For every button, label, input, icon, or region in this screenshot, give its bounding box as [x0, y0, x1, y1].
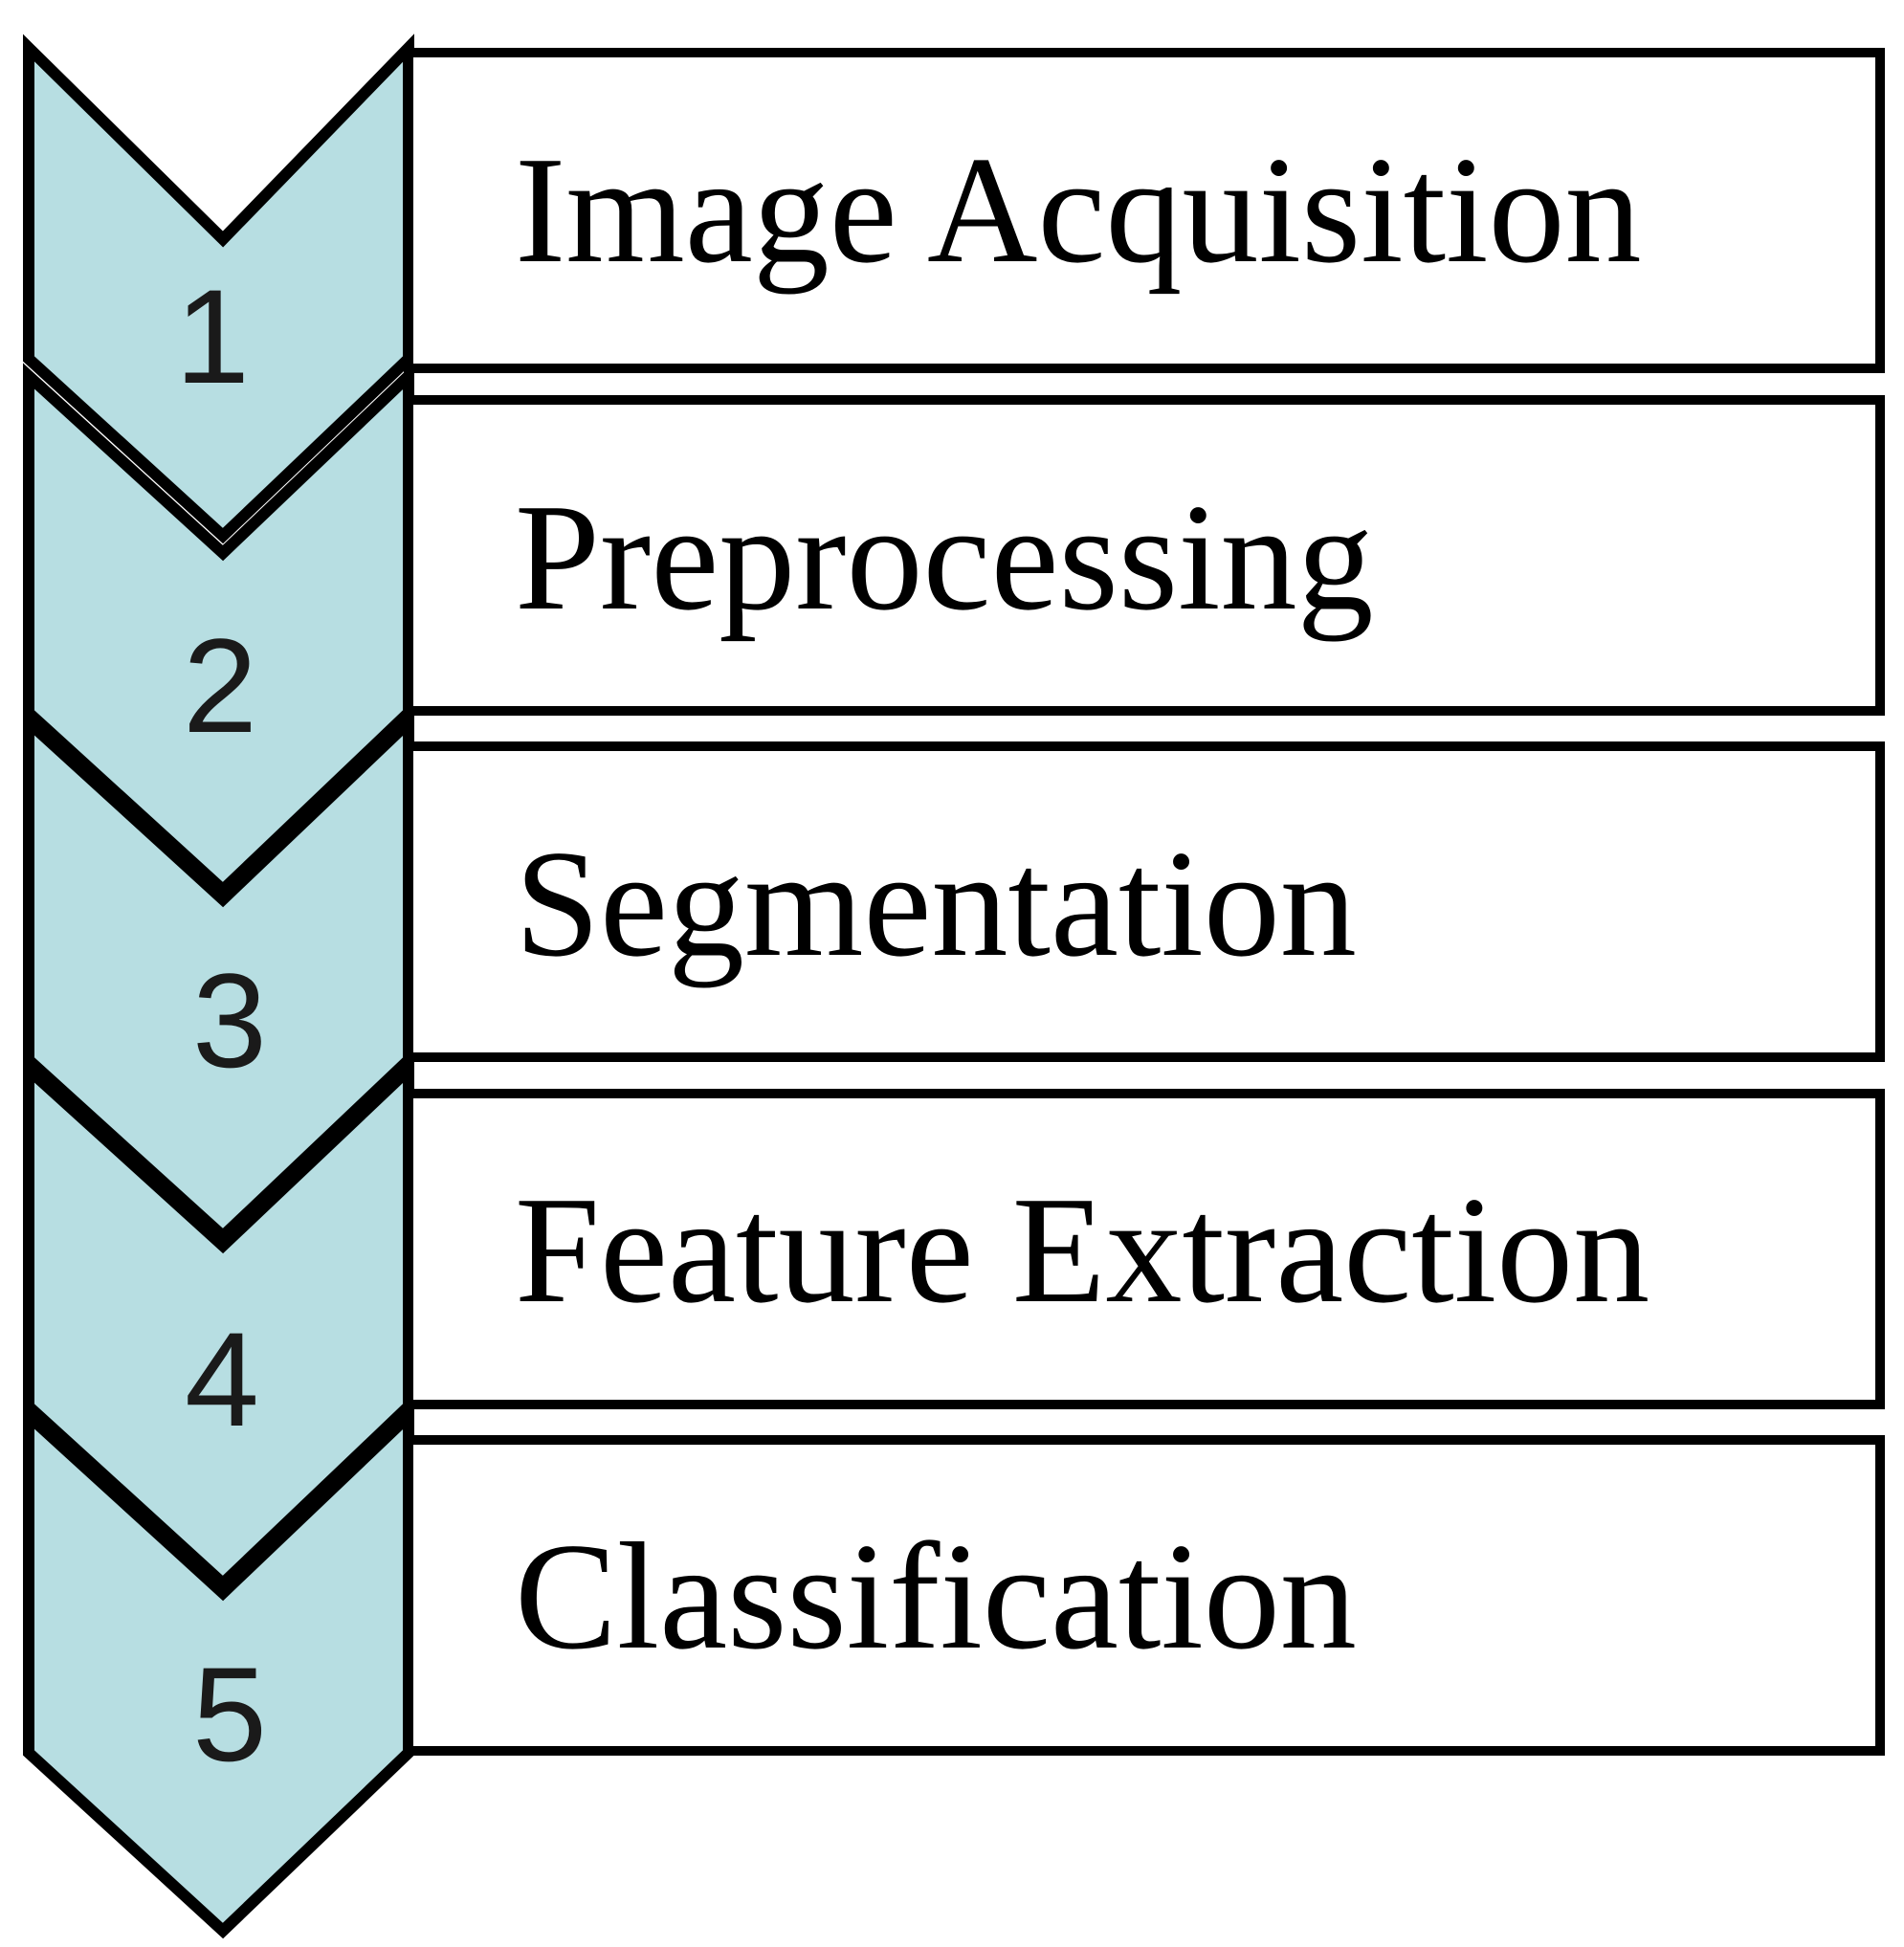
step-1-box — [404, 48, 1885, 373]
step-3: 3 Segmentation — [23, 708, 1885, 1245]
step-3-label: Segmentation — [515, 818, 1357, 988]
step-1: 1 Image Acquisition — [23, 33, 1885, 544]
step-5-box — [404, 1435, 1885, 1756]
step-3-box — [404, 741, 1885, 1062]
step-5-label: Classification — [515, 1511, 1357, 1681]
step-2-box — [404, 395, 1885, 716]
step-5: 5 Classification — [23, 1402, 1885, 1939]
step-3-number: 3 — [192, 945, 267, 1095]
step-5-number: 5 — [192, 1639, 267, 1789]
step-1-number: 1 — [175, 261, 250, 411]
step-1-label: Image Acquisition — [515, 124, 1642, 295]
step-4: 4 Feature Extraction — [23, 1056, 1885, 1592]
step-2: 2 Preprocessing — [23, 362, 1885, 898]
step-2-label: Preprocessing — [515, 472, 1374, 642]
step-4-number: 4 — [185, 1304, 259, 1454]
step-4-box — [404, 1089, 1885, 1409]
step-4-label: Feature Extraction — [515, 1164, 1649, 1335]
step-2-number: 2 — [183, 610, 257, 761]
